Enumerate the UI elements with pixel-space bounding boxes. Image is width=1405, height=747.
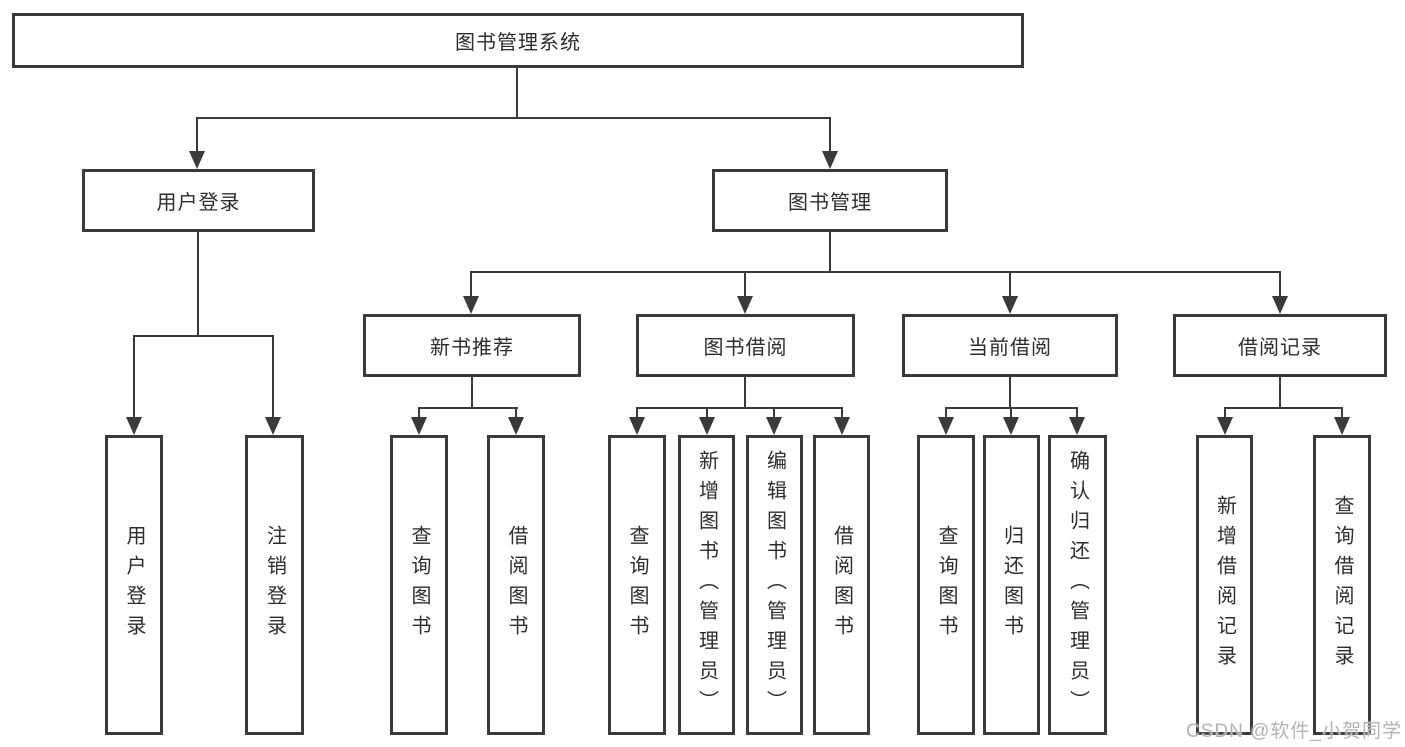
arrow-down-icon — [1272, 296, 1288, 314]
connector-line — [1224, 407, 1343, 409]
arrow-down-icon — [1069, 417, 1085, 435]
leaf-logout-label: 注销登录 — [263, 525, 286, 645]
leaf-query-borrow-record: 查询借阅记录 — [1313, 435, 1371, 735]
leaf-recommend-borrow-book: 借阅图书 — [487, 435, 545, 735]
leaf-edit-book-admin: 编辑图书（管理员） — [746, 435, 803, 735]
node-user-login-label: 用户登录 — [156, 192, 241, 214]
leaf-logout: 注销登录 — [245, 435, 304, 735]
node-borrow-record-label: 借阅记录 — [1238, 337, 1322, 359]
connector-line — [1341, 407, 1343, 419]
connector-line — [1076, 407, 1078, 419]
leaf-add-borrow-record-label: 新增借阅记录 — [1213, 495, 1236, 675]
connector-line — [196, 117, 198, 155]
connector-line — [636, 407, 843, 409]
arrow-down-icon — [1003, 417, 1019, 435]
arrow-down-icon — [189, 151, 205, 169]
leaf-return-book-label: 归还图书 — [1000, 525, 1023, 645]
leaf-user-login: 用户登录 — [105, 435, 163, 735]
connector-line — [418, 407, 518, 409]
node-borrow-record: 借阅记录 — [1173, 314, 1387, 377]
leaf-add-book-admin-label: 新增图书（管理员） — [695, 450, 718, 720]
leaf-current-query-book-label: 查询图书 — [935, 525, 957, 645]
leaf-borrow-book: 借阅图书 — [813, 435, 870, 735]
connector-line — [133, 335, 135, 419]
leaf-edit-book-admin-label: 编辑图书（管理员） — [763, 450, 786, 720]
leaf-confirm-return-admin: 确认归还（管理员） — [1048, 435, 1107, 735]
leaf-borrow-query-book: 查询图书 — [608, 435, 666, 735]
arrow-down-icon — [1217, 417, 1233, 435]
node-book-management-label: 图书管理 — [788, 192, 872, 214]
leaf-borrow-query-book-label: 查询图书 — [626, 525, 648, 645]
connector-line — [773, 407, 775, 419]
node-root-label: 图书管理系统 — [455, 32, 581, 54]
leaf-recommend-query-book: 查询图书 — [390, 435, 448, 735]
arrow-down-icon — [629, 417, 645, 435]
node-book-borrow-label: 图书借阅 — [703, 337, 788, 359]
arrow-down-icon — [1334, 417, 1350, 435]
leaf-add-borrow-record: 新增借阅记录 — [1196, 435, 1253, 735]
arrow-down-icon — [699, 417, 715, 435]
csdn-watermark: CSDN @软件_小贺同学 — [1186, 721, 1402, 742]
leaf-confirm-return-admin-label: 确认归还（管理员） — [1066, 450, 1089, 720]
node-user-login: 用户登录 — [82, 169, 315, 232]
connector-line — [945, 407, 947, 419]
arrow-down-icon — [834, 417, 850, 435]
leaf-return-book: 归还图书 — [983, 435, 1040, 735]
arrow-down-icon — [822, 151, 838, 169]
connector-line — [196, 117, 831, 119]
node-book-borrow: 图书借阅 — [636, 314, 855, 377]
arrow-down-icon — [265, 417, 281, 435]
connector-line — [636, 407, 638, 419]
arrow-down-icon — [463, 296, 479, 314]
leaf-current-query-book: 查询图书 — [917, 435, 975, 735]
connector-line — [418, 407, 420, 419]
connector-line — [1224, 407, 1226, 419]
connector-line — [706, 407, 708, 419]
node-current-borrow: 当前借阅 — [902, 314, 1118, 377]
arrow-down-icon — [766, 417, 782, 435]
node-root: 图书管理系统 — [12, 13, 1024, 68]
node-new-book-recommend-label: 新书推荐 — [430, 337, 514, 359]
connector-line — [829, 232, 831, 273]
leaf-recommend-query-book-label: 查询图书 — [408, 525, 430, 645]
connector-line — [1009, 377, 1011, 409]
connector-line — [1279, 377, 1281, 409]
arrow-down-icon — [126, 417, 142, 435]
node-book-management: 图书管理 — [712, 169, 948, 232]
leaf-borrow-book-label: 借阅图书 — [830, 525, 853, 645]
connector-line — [471, 377, 473, 409]
arrow-down-icon — [938, 417, 954, 435]
connector-line — [841, 407, 843, 419]
connector-line — [1009, 271, 1011, 298]
node-new-book-recommend: 新书推荐 — [363, 314, 581, 377]
connector-line — [744, 377, 746, 409]
arrow-down-icon — [1002, 296, 1018, 314]
connector-line — [516, 68, 518, 119]
arrow-down-icon — [737, 296, 753, 314]
leaf-add-book-admin: 新增图书（管理员） — [678, 435, 735, 735]
connector-line — [1279, 271, 1281, 298]
leaf-recommend-borrow-book-label: 借阅图书 — [505, 525, 527, 645]
connector-line — [1010, 407, 1012, 419]
arrow-down-icon — [411, 417, 427, 435]
connector-line — [470, 271, 472, 298]
connector-line — [272, 335, 274, 419]
node-current-borrow-label: 当前借阅 — [968, 337, 1052, 359]
connector-line — [744, 271, 746, 298]
arrow-down-icon — [508, 417, 524, 435]
connector-line — [470, 271, 1281, 273]
connector-line — [197, 232, 199, 337]
connector-line — [133, 335, 273, 337]
connector-line — [829, 117, 831, 155]
leaf-query-borrow-record-label: 查询借阅记录 — [1331, 495, 1353, 675]
leaf-user-login-label: 用户登录 — [123, 525, 145, 645]
connector-line — [515, 407, 517, 419]
